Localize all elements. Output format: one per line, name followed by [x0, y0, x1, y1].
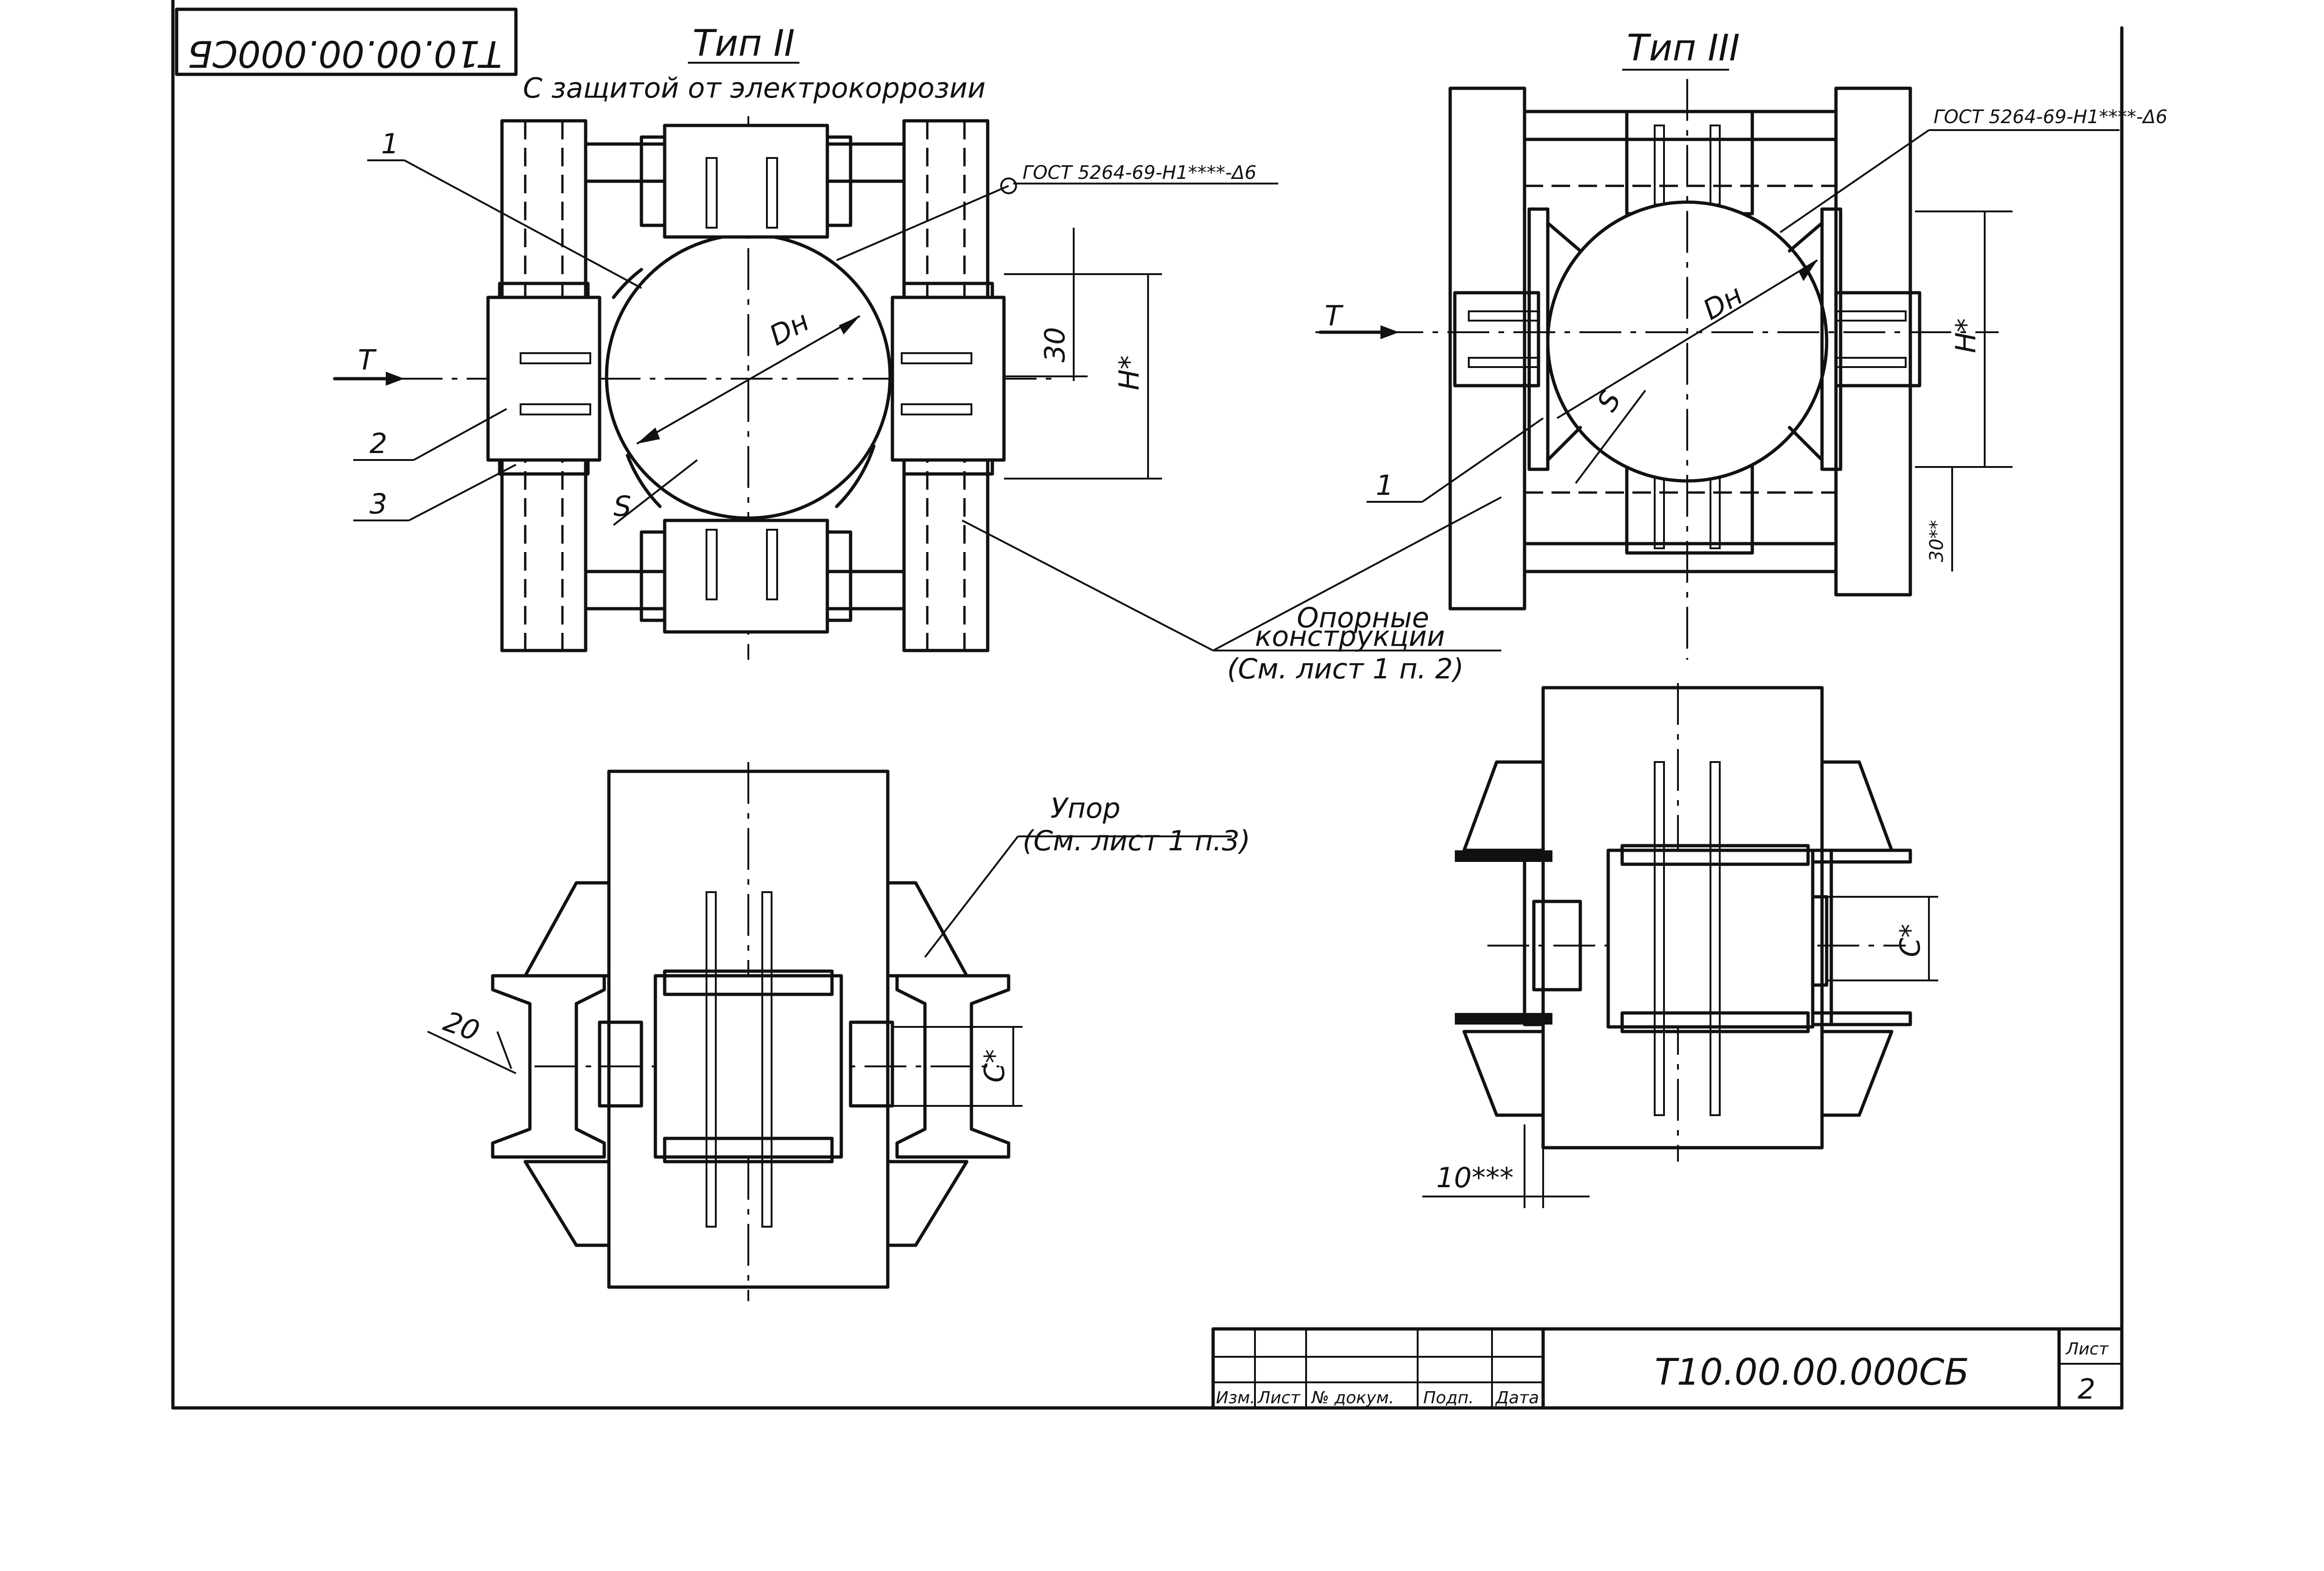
type2-s: S — [614, 490, 631, 523]
section-left-view: Упор (См. лист 1 п.3) 20 C* — [427, 762, 1250, 1301]
stop-note-line2: (См. лист 1 п.3) — [1023, 825, 1250, 857]
type2-subtitle: С защитой от электрокоррозии — [523, 72, 986, 105]
sheet-label: Лист — [2065, 1340, 2109, 1359]
section-left-dim-20: 20 — [439, 1005, 484, 1048]
type2-dim-h: H* — [1113, 355, 1146, 390]
type3-callout-1: 1 — [1376, 469, 1393, 502]
type-2-view: Тип II С защитой от электрокоррозии — [333, 23, 1278, 660]
type2-callout-2: 2 — [370, 427, 387, 460]
type2-callout-1: 1 — [381, 128, 399, 160]
rotated-code-box: Т10.00.00.000СБ — [175, 7, 518, 76]
type2-title: Тип II — [693, 23, 795, 65]
title-doc-code: Т10.00.00.000СБ — [1655, 1352, 1969, 1394]
type2-t: T — [358, 344, 377, 376]
rotated-doc-code: Т10.00.00.000СБ — [187, 33, 502, 74]
type3-dim-30: 30** — [1926, 520, 1948, 562]
supports-note-line2: конструкции — [1255, 620, 1445, 653]
stamp-list: Лист — [1257, 1388, 1301, 1407]
section-right-dim-c: C* — [1894, 924, 1927, 957]
type2-callout-3: 3 — [370, 488, 387, 520]
stamp-izm: Изм. — [1216, 1388, 1255, 1407]
stamp-podp: Подп. — [1423, 1388, 1474, 1407]
type3-t: T — [1325, 300, 1344, 332]
supports-note-line3: (См. лист 1 п. 2) — [1227, 653, 1464, 685]
sheet-frame — [171, 0, 2124, 1410]
stamp-data: Дата — [1495, 1388, 1539, 1407]
type-3-view: Тип III — [1315, 27, 2167, 660]
type2-dim-30: 30 — [1039, 327, 1071, 362]
type3-dim-h: H* — [1950, 318, 1982, 353]
type3-title: Тип III — [1627, 27, 1740, 69]
section-right-view: C* 10*** — [1422, 683, 1938, 1208]
type2-gost: ГОСТ 5264-69-Н1****-Δ6 — [1023, 162, 1256, 184]
supports-note-line1: Опорные — [1297, 602, 1429, 634]
supports-note: Опорные конструкции (См. лист 1 п. 2) — [962, 496, 1502, 685]
stop-note-line1: Упор — [1050, 792, 1121, 825]
sheet-number: 2 — [2078, 1373, 2095, 1406]
section-right-dim-10: 10*** — [1436, 1162, 1513, 1194]
stamp-doc-no: № докум. — [1311, 1388, 1394, 1407]
section-left-dim-c: C* — [978, 1049, 1011, 1083]
type3-gost: ГОСТ 5264-69-Н1****-Δ6 — [1934, 106, 2167, 128]
title-block: Изм. Лист № докум. Подп. Дата Т10.00.00.… — [1211, 1327, 2124, 1410]
